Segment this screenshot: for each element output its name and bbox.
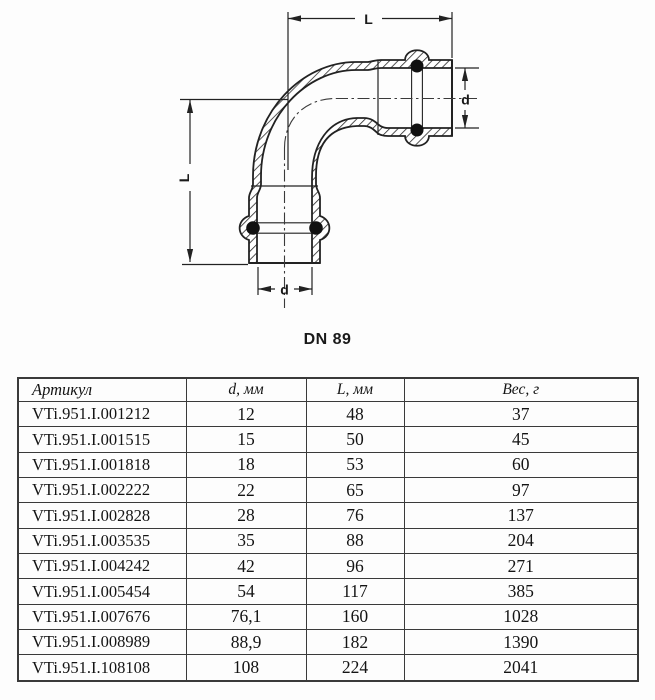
arrow-up-icon: [461, 68, 469, 81]
dimension-right-diameter: d: [455, 67, 479, 129]
arrow-right-icon: [299, 285, 312, 293]
cell-article: VTi.951.I.001818: [17, 451, 187, 479]
cell-article: VTi.951.I.005454: [17, 578, 187, 605]
table-row: VTi.951.I.001818 18 53 60: [17, 451, 639, 479]
cell-weight: 1028: [403, 603, 639, 631]
cell-weight: 45: [403, 426, 639, 453]
cell-l: 53: [305, 451, 405, 479]
arrow-down-icon: [186, 249, 194, 262]
cell-l: 117: [305, 578, 405, 605]
cell-d: 35: [185, 527, 307, 555]
cell-d: 22: [185, 477, 307, 504]
table-row: VTi.951.I.008989 88,9 182 1390: [17, 629, 639, 656]
cell-article: VTi.951.I.004242: [17, 553, 187, 580]
arrow-up-icon: [186, 100, 194, 113]
cell-article: VTi.951.I.002222: [17, 477, 187, 504]
o-ring-icon: [309, 221, 323, 235]
cell-d: 88,9: [185, 629, 307, 656]
dim-label-top-l: L: [364, 11, 373, 27]
cell-article: VTi.951.I.003535: [17, 527, 187, 555]
fitting-edges: [249, 60, 453, 264]
cell-article: VTi.951.I.108108: [17, 654, 187, 682]
cell-l: 224: [305, 654, 405, 682]
cell-l: 48: [305, 400, 405, 428]
dim-label-bottom-d: d: [280, 282, 289, 298]
dimension-left-length: L: [176, 98, 288, 266]
cell-article: VTi.951.I.007676: [17, 603, 187, 631]
cell-d: 54: [185, 578, 307, 605]
cell-l: 76: [305, 502, 405, 529]
cell-article: VTi.951.I.002828: [17, 502, 187, 529]
o-ring-icon: [246, 221, 260, 235]
spec-table: Артикул d, мм L, мм Вес, г VTi.951.I.001…: [17, 377, 639, 682]
dimension-top-length: L: [287, 11, 453, 170]
o-ring-icon: [410, 59, 424, 73]
dim-label-right-d: d: [461, 92, 470, 108]
cell-weight: 37: [403, 400, 639, 428]
table-row: VTi.951.I.108108 108 224 2041: [17, 654, 639, 682]
table-header-row: Артикул d, мм L, мм Вес, г: [17, 377, 639, 402]
outer-wall: [238, 49, 453, 264]
cell-weight: 2041: [403, 654, 639, 682]
arrow-left-icon: [258, 285, 271, 293]
o-ring-seals: [246, 59, 424, 235]
dn-caption: DN 89: [303, 331, 352, 348]
cell-d: 18: [185, 451, 307, 479]
cell-weight: 1390: [403, 629, 639, 656]
table-row: VTi.951.I.002828 28 76 137: [17, 502, 639, 529]
cell-article: VTi.951.I.001515: [17, 426, 187, 453]
cell-l: 160: [305, 603, 405, 631]
table-row: VTi.951.I.001515 15 50 45: [17, 426, 639, 453]
cell-weight: 60: [403, 451, 639, 479]
header-article: Артикул: [17, 377, 187, 402]
arrow-left-icon: [288, 15, 301, 22]
cell-article: VTi.951.I.001212: [17, 400, 187, 428]
table-row: VTi.951.I.002222 22 65 97: [17, 477, 639, 504]
cell-weight: 204: [403, 527, 639, 555]
cell-article: VTi.951.I.008989: [17, 629, 187, 656]
table-row: VTi.951.I.007676 76,1 160 1028: [17, 603, 639, 631]
cell-d: 108: [185, 654, 307, 682]
cell-weight: 271: [403, 553, 639, 580]
cell-d: 12: [185, 400, 307, 428]
dimension-bottom-diameter: d: [257, 267, 313, 298]
elbow-diagram: L L d d: [176, 11, 479, 308]
inner-wall: [311, 117, 453, 264]
table-row: VTi.951.I.001212 12 48 37: [17, 400, 639, 428]
table-row: VTi.951.I.003535 35 88 204: [17, 527, 639, 555]
cell-weight: 385: [403, 578, 639, 605]
cell-l: 65: [305, 477, 405, 504]
dim-label-left-l: L: [176, 173, 192, 182]
header-length: L, мм: [305, 377, 405, 402]
cell-l: 88: [305, 527, 405, 555]
header-weight: Вес, г: [403, 377, 639, 402]
cell-d: 76,1: [185, 603, 307, 631]
cell-d: 28: [185, 502, 307, 529]
cell-d: 15: [185, 426, 307, 453]
cell-l: 50: [305, 426, 405, 453]
centerlines: [283, 97, 478, 308]
cell-weight: 97: [403, 477, 639, 504]
cell-l: 96: [305, 553, 405, 580]
o-ring-icon: [410, 123, 424, 137]
elbow-fitting-section: [238, 49, 453, 264]
cell-d: 42: [185, 553, 307, 580]
cell-weight: 137: [403, 502, 639, 529]
header-diameter: d, мм: [185, 377, 307, 402]
table-row: VTi.951.I.005454 54 117 385: [17, 578, 639, 605]
cell-l: 182: [305, 629, 405, 656]
table-row: VTi.951.I.004242 42 96 271: [17, 553, 639, 580]
arrow-down-icon: [461, 115, 469, 128]
arrow-right-icon: [439, 15, 452, 22]
